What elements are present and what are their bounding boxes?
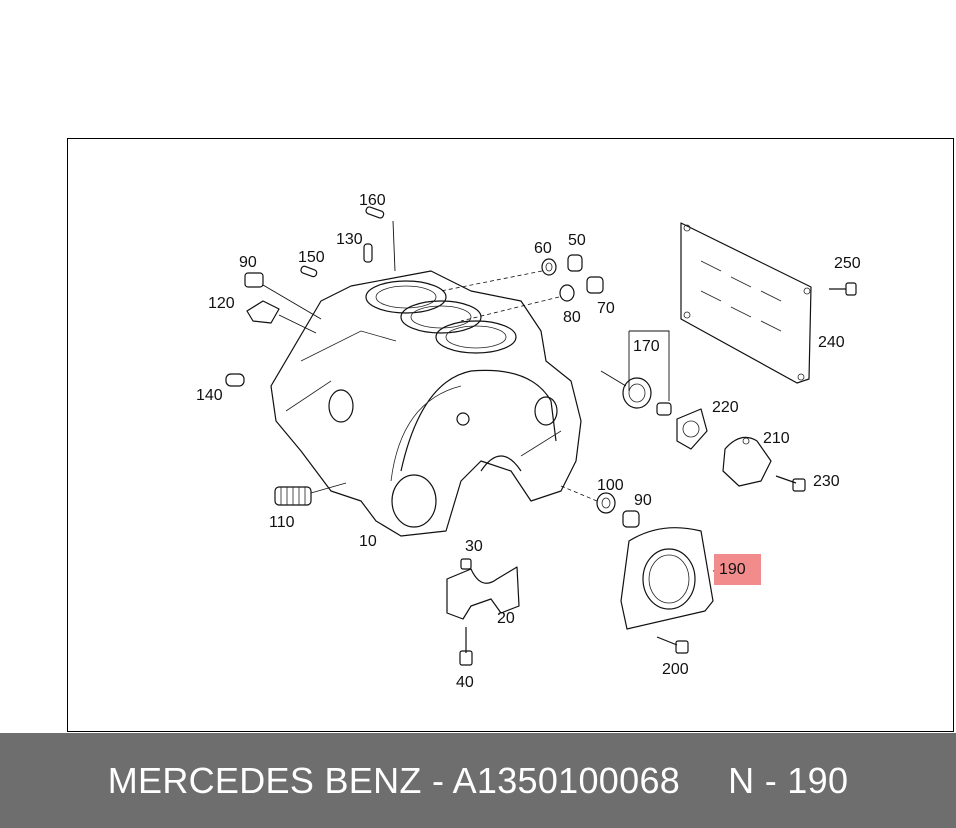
label-150: 150 [298, 249, 325, 266]
label-100: 100 [597, 477, 624, 494]
label-40: 40 [456, 674, 474, 691]
label-190: 190 [719, 561, 746, 578]
label-20: 20 [497, 610, 515, 627]
parts-diagram: 160 130 150 90 120 140 110 10 60 50 70 8… [196, 192, 861, 691]
label-110: 110 [269, 514, 295, 531]
label-90b: 90 [634, 492, 652, 509]
part-number: MERCEDES BENZ - A1350100068 [107, 759, 681, 801]
label-250: 250 [834, 255, 861, 272]
label-80: 80 [563, 309, 581, 326]
label-130: 130 [336, 231, 363, 248]
highlight-box [714, 554, 761, 585]
label-10: 10 [359, 533, 377, 550]
footer-caption: MERCEDES BENZ - A1350100068 N - 190 [0, 733, 956, 828]
label-170: 170 [633, 338, 660, 355]
label-70: 70 [597, 300, 615, 317]
footer-bar: MERCEDES BENZ - A1350100068 N - 190 [0, 733, 956, 828]
label-230: 230 [813, 473, 840, 490]
label-160: 160 [359, 192, 386, 209]
label-60: 60 [534, 240, 552, 257]
label-90a: 90 [239, 254, 257, 271]
label-120: 120 [208, 295, 235, 312]
label-240: 240 [818, 334, 845, 351]
label-220: 220 [712, 399, 739, 416]
small-parts [225, 206, 857, 666]
part-labels: 160 130 150 90 120 140 110 10 60 50 70 8… [196, 192, 861, 691]
position-number: N - 190 [728, 759, 849, 801]
label-30: 30 [465, 538, 483, 555]
label-210: 210 [763, 430, 790, 447]
engine-block [270, 270, 582, 537]
diagram-frame: 160 130 150 90 120 140 110 10 60 50 70 8… [67, 138, 954, 732]
label-50: 50 [568, 232, 586, 249]
label-140: 140 [196, 387, 223, 404]
label-200: 200 [662, 661, 689, 678]
